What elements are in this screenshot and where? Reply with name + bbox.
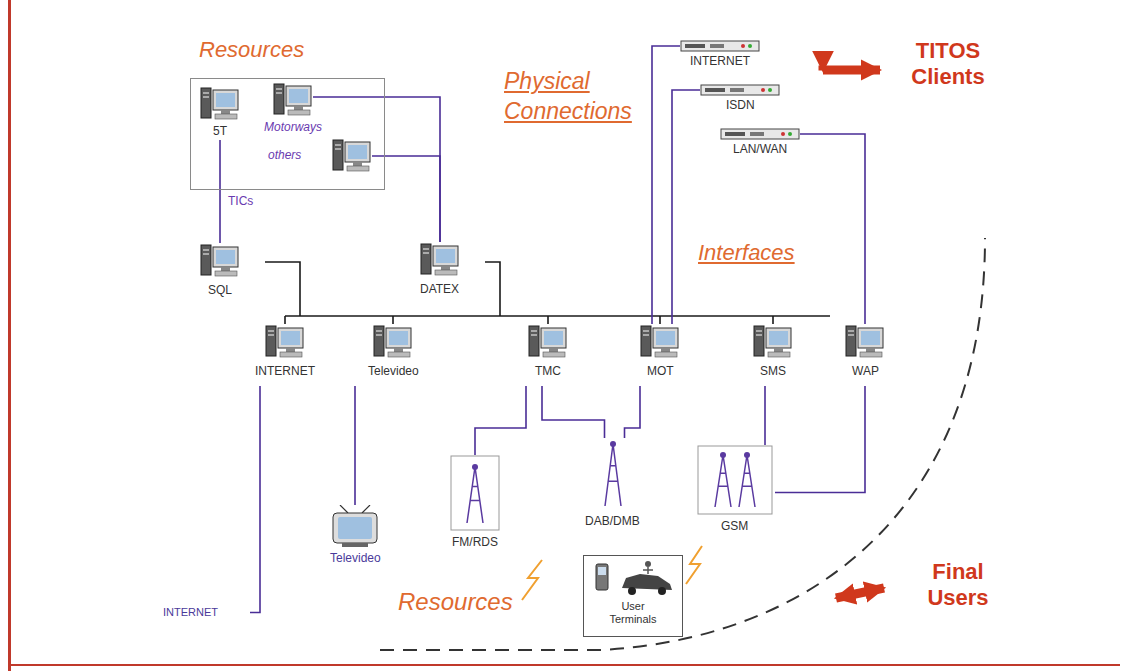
node-label: LAN/WAN	[733, 142, 787, 156]
internet-cloud: INTERNET	[130, 585, 250, 640]
connector-line	[800, 134, 865, 324]
node-label: Physical Connections	[504, 66, 664, 126]
connector-line	[354, 386, 356, 505]
node-label: FM/RDS	[452, 535, 498, 549]
resource-box: Resources5TMotorwaysothers	[190, 78, 385, 190]
interface-server: Televideo	[343, 324, 443, 386]
computer-icon	[273, 82, 313, 118]
page-border	[8, 0, 11, 671]
interface-server: TMC	[498, 324, 598, 386]
radio-antenna: FM/RDS	[440, 455, 510, 555]
modem-icon	[700, 84, 780, 96]
page-border	[8, 664, 1120, 666]
node-label: ISDN	[726, 98, 755, 112]
node-label: WAP	[852, 364, 879, 378]
antenna-icon	[697, 445, 773, 515]
bus-drop	[285, 316, 773, 324]
node-label: INTERNET	[255, 364, 315, 378]
connector-line	[775, 386, 865, 493]
connector-line	[219, 140, 221, 243]
connector-line	[372, 156, 440, 242]
bus-wires	[265, 262, 830, 324]
users-ellipse: Final Users	[890, 545, 1025, 625]
television-set: Televideo	[310, 505, 400, 575]
tv-icon	[330, 505, 380, 549]
antenna-icon	[593, 438, 633, 510]
node-label: SQL	[208, 283, 232, 297]
node-label: DAB/DMB	[585, 514, 640, 528]
double-arrow	[823, 66, 880, 76]
bus-wire	[265, 262, 300, 316]
band-ground	[168, 236, 968, 410]
ellipse-shape	[890, 545, 1025, 625]
computer-icon	[528, 324, 568, 360]
connector-line	[313, 97, 440, 242]
node-label: TMC	[535, 364, 561, 378]
node-label: SMS	[760, 364, 786, 378]
terminal-icons	[588, 558, 678, 600]
connector-line	[625, 386, 641, 438]
node-label: DATEX	[420, 282, 459, 296]
computer-icon	[373, 324, 413, 360]
interface-server: WAP	[815, 324, 915, 386]
computer-icon	[200, 86, 240, 122]
radio-antenna: GSM	[695, 445, 775, 540]
modem-icon	[720, 128, 800, 140]
antenna-icon	[450, 455, 500, 531]
node-label: Final Users	[908, 559, 1008, 612]
modem-device: INTERNET	[670, 40, 770, 72]
computer-icon	[332, 138, 372, 174]
computer-icon	[753, 324, 793, 360]
node-label: TITOS Clients	[898, 38, 998, 91]
modem-device: LAN/WAN	[710, 128, 810, 160]
computer-node: 5T	[198, 86, 242, 140]
connector-line	[475, 386, 526, 455]
dashed-boundary	[380, 238, 985, 650]
radio-bolt	[686, 546, 702, 584]
computer-icon	[420, 242, 460, 278]
node-label: User Terminals	[600, 600, 666, 626]
interfaces-band: InterfacesSQL DATEX INTERNET Televideo TMC MO…	[168, 236, 968, 410]
node-label: Televideo	[368, 364, 419, 378]
bus-line	[285, 315, 830, 317]
interface-server: INTERNET	[235, 324, 335, 386]
node-label: Televideo	[330, 551, 381, 565]
user-terminals: User Terminals	[583, 555, 683, 637]
connector-line	[250, 386, 260, 613]
interface-server: MOT	[610, 324, 710, 386]
node-label: others	[268, 148, 301, 162]
node-label: INTERNET	[690, 54, 750, 68]
node-label: MOT	[647, 364, 674, 378]
interface-server: SMS	[723, 324, 823, 386]
connector-line	[764, 386, 766, 445]
computer-node: others	[268, 136, 372, 176]
connector-line	[652, 46, 680, 324]
node-label: INTERNET	[163, 606, 218, 619]
connector-line	[542, 386, 605, 438]
interface-server: SQL	[175, 243, 265, 305]
group-label: TICs	[228, 194, 253, 208]
modem-icon	[680, 40, 760, 52]
node-label: Motorways	[264, 120, 322, 134]
node-label: Interfaces	[698, 240, 795, 266]
computer-icon	[200, 243, 240, 279]
ellipse-shape	[468, 18, 848, 233]
node-label: Resources	[199, 37, 304, 63]
computer-icon	[265, 324, 305, 360]
interface-server: DATEX	[395, 242, 485, 304]
red-double-arrow	[836, 588, 884, 598]
node-label: 5T	[213, 124, 227, 138]
radio-antenna: DAB/DMB	[565, 438, 660, 538]
connections-ellipse: Physical Connections INTERNET ISDN LAN/WAN	[468, 18, 848, 233]
radio-bolt	[522, 560, 542, 600]
computer-node: Motorways	[250, 82, 336, 136]
connector-line	[672, 90, 700, 324]
section-heading: Resources	[398, 588, 513, 617]
modem-device: ISDN	[690, 84, 790, 116]
client-ellipse: TITOS Clients	[880, 28, 1015, 100]
node-label: GSM	[721, 519, 748, 533]
computer-icon	[845, 324, 885, 360]
bus-wire	[485, 262, 500, 316]
computer-icon	[640, 324, 680, 360]
